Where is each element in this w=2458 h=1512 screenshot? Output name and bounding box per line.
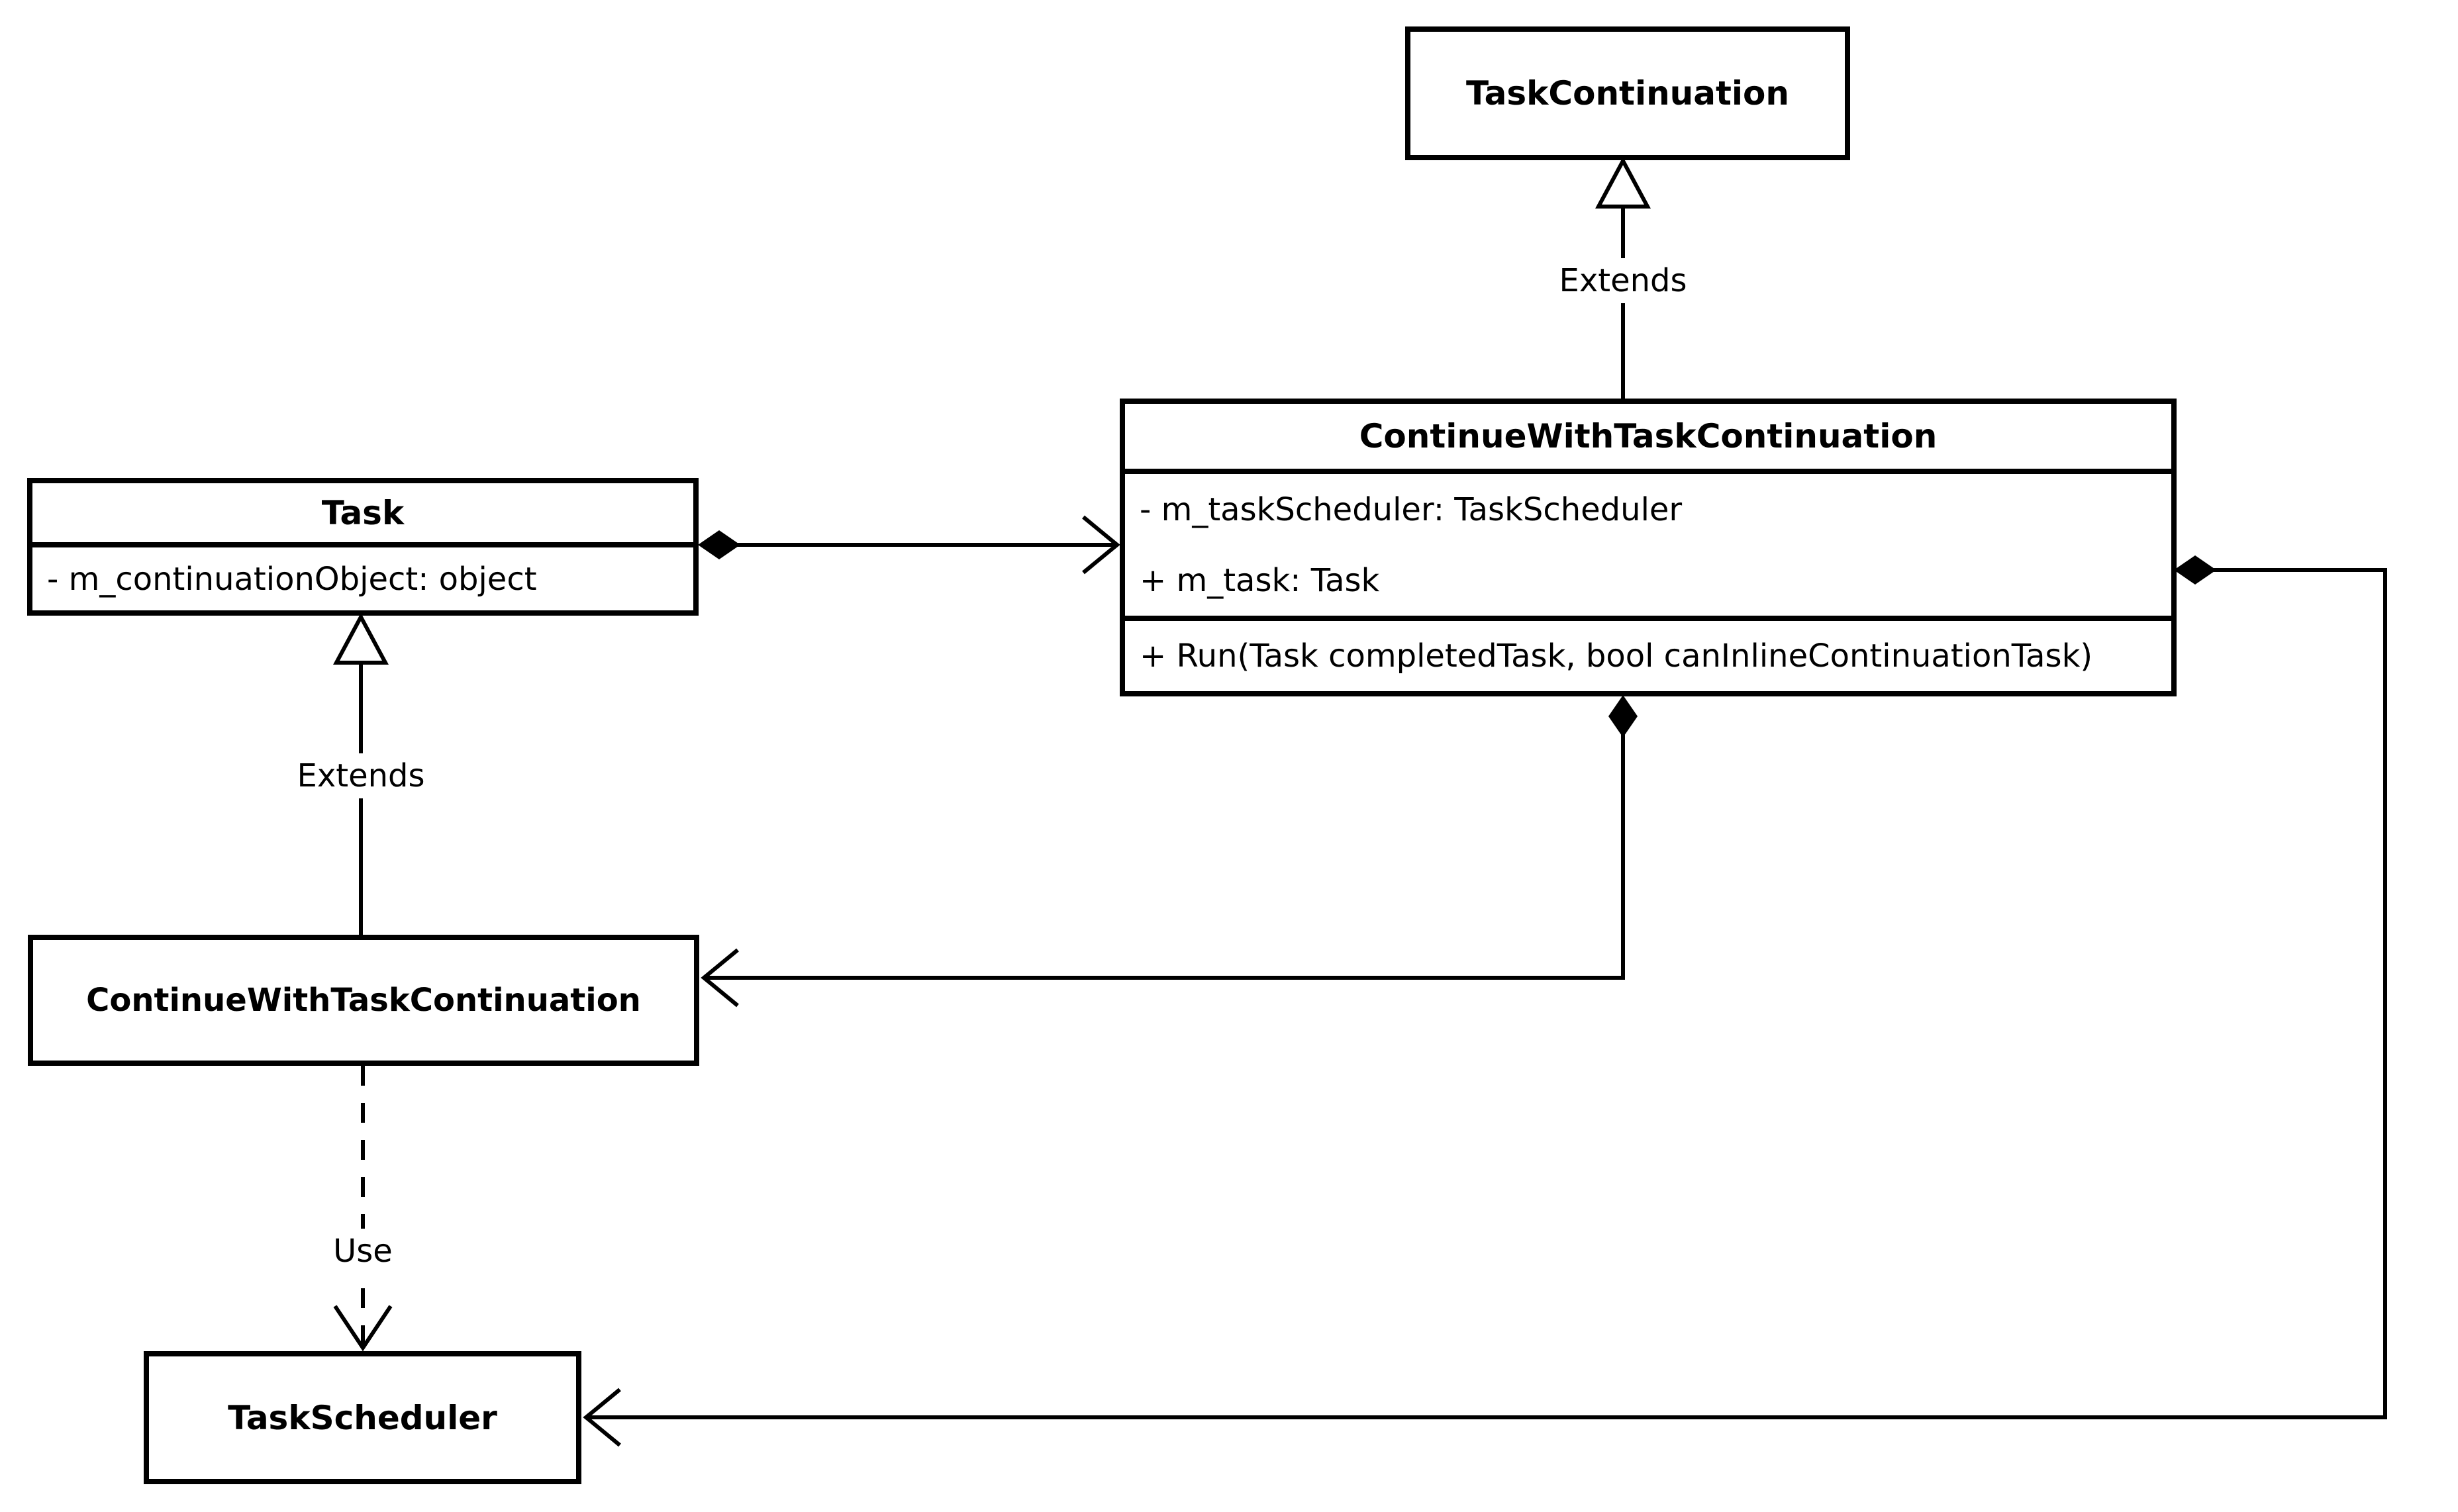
- class-name: ContinueWithTaskContinuation: [86, 982, 641, 1019]
- class-box-task-continuation: TaskContinuation: [1405, 26, 1850, 160]
- filled-diamond-icon: [1608, 695, 1638, 737]
- attribute: + m_task: Task: [1140, 561, 1380, 599]
- dependency-dashed-line: [361, 1066, 365, 1347]
- class-box-continue-with-task-continuation-main: ContinueWithTaskContinuation - m_taskSch…: [1120, 399, 2177, 696]
- open-arrowhead-right-icon: [1081, 514, 1120, 575]
- edge-label-use: Use: [322, 1229, 403, 1274]
- class-name: ContinueWithTaskContinuation: [1359, 417, 1938, 455]
- class-box-task: Task - m_continuationObject: object: [27, 478, 699, 616]
- attributes-compartment: - m_continuationObject: object: [32, 542, 693, 610]
- composition-line-main-scheduler-bottom: [585, 1415, 2387, 1419]
- class-name: TaskScheduler: [228, 1398, 497, 1437]
- attributes-compartment: - m_taskScheduler: TaskScheduler + m_tas…: [1125, 469, 2171, 616]
- composition-line-main-scheduler-vertical: [2383, 568, 2387, 1419]
- open-arrowhead-left-icon: [701, 947, 740, 1008]
- composition-line-main-small-horizontal: [703, 976, 1625, 980]
- open-arrowhead-down-icon: [332, 1303, 393, 1352]
- class-box-task-scheduler: TaskScheduler: [144, 1351, 581, 1484]
- class-box-continue-with-task-continuation-small: ContinueWithTaskContinuation: [28, 935, 699, 1066]
- filled-diamond-icon: [698, 530, 740, 559]
- filled-diamond-icon: [2174, 555, 2216, 585]
- attribute: - m_continuationObject: object: [47, 560, 537, 598]
- class-name: Task: [321, 493, 405, 532]
- method: + Run(Task completedTask, bool canInline…: [1140, 638, 2093, 675]
- open-arrowhead-left-icon: [583, 1387, 622, 1448]
- hollow-triangle-icon: [1595, 156, 1651, 210]
- methods-compartment: + Run(Task completedTask, bool canInline…: [1125, 616, 2171, 691]
- composition-line-task-main: [735, 543, 1116, 547]
- generalization-line-top: [1621, 207, 1625, 401]
- hollow-triangle-icon: [332, 612, 389, 666]
- class-name: TaskContinuation: [1465, 74, 1789, 113]
- composition-line-main-small-vertical: [1621, 733, 1625, 980]
- generalization-line-left: [359, 662, 363, 937]
- edge-label-extends-left: Extends: [286, 753, 436, 798]
- edge-label-extends-top: Extends: [1548, 258, 1698, 303]
- attribute: - m_taskScheduler: TaskScheduler: [1140, 491, 1683, 528]
- composition-line-main-scheduler-top: [2212, 568, 2387, 572]
